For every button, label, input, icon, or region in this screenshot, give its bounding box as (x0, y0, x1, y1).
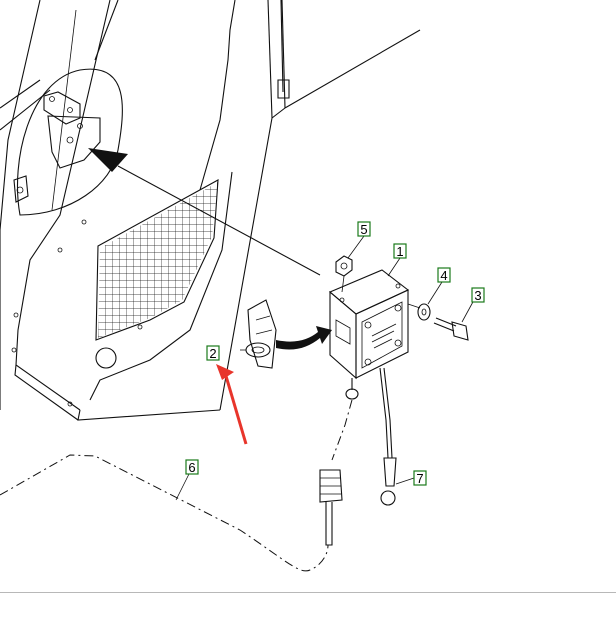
svg-text:3: 3 (474, 288, 481, 303)
callout-2: 2 (206, 345, 220, 361)
callout-6: 6 (185, 459, 199, 475)
detail-pointer-arrow (88, 148, 128, 172)
viewer-bottom-bar (0, 592, 616, 618)
svg-text:1: 1 (396, 244, 403, 259)
nut (335, 255, 353, 293)
bolt (407, 303, 469, 341)
callout-leaders (175, 235, 475, 501)
callout-1: 1 (393, 243, 407, 259)
connector-cable (319, 378, 359, 546)
svg-text:6: 6 (188, 460, 195, 475)
washer (417, 303, 431, 321)
ground-cable (379, 367, 397, 506)
svg-text:7: 7 (416, 471, 423, 486)
bracket-detail-view (17, 68, 123, 216)
detail-leader-line (117, 165, 321, 276)
harness-clip (240, 299, 277, 369)
callout-3: 3 (471, 287, 485, 303)
svg-text:4: 4 (440, 268, 447, 283)
callout-5: 5 (357, 221, 371, 237)
svg-text:2: 2 (209, 346, 216, 361)
callout-4: 4 (437, 267, 451, 283)
assembly-arrow (276, 326, 332, 350)
control-box (328, 269, 410, 380)
highlight-arrow (216, 364, 248, 445)
harness-route (0, 454, 329, 572)
callout-7: 7 (413, 470, 427, 486)
svg-text:5: 5 (360, 222, 367, 237)
